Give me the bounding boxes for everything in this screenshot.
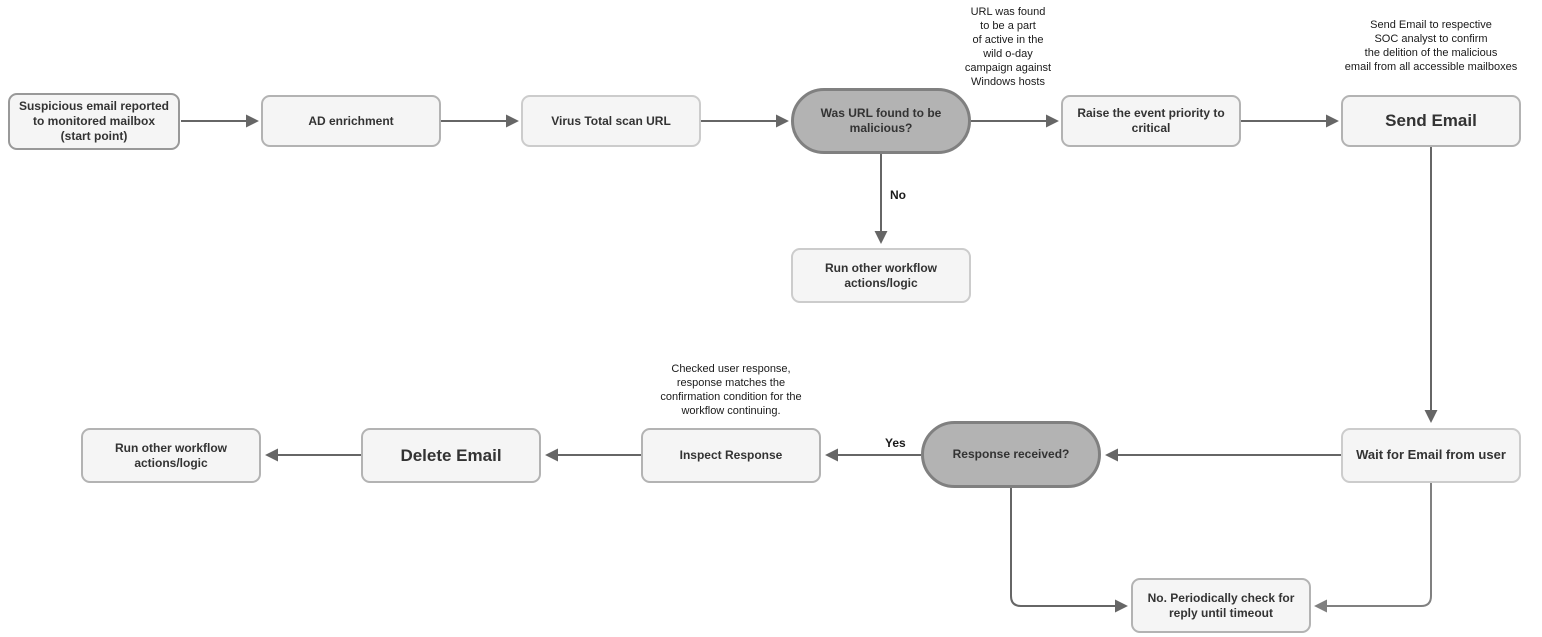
annotation-send-email-note: Send Email to respective SOC analyst to … — [1344, 19, 1518, 73]
node-send-email[interactable]: Send Email — [1341, 95, 1521, 147]
annotation-zero-day-campaign: URL was found to be a part of active in … — [964, 6, 1052, 88]
arrow-decision2-to-periodic — [1010, 488, 1128, 613]
node-inspect-response[interactable]: Inspect Response — [641, 428, 821, 483]
node-delete-email[interactable]: Delete Email — [361, 428, 541, 483]
node-decision-response-received[interactable]: Response received? — [921, 421, 1101, 488]
arrow-wait-to-periodic — [1314, 483, 1432, 613]
edge-label-yes: Yes — [883, 436, 908, 450]
node-run-other-workflow-top[interactable]: Run other workflow actions/logic — [791, 248, 971, 303]
node-run-other-workflow-left[interactable]: Run other workflow actions/logic — [81, 428, 261, 483]
node-decision-url-malicious[interactable]: Was URL found to be malicious? — [791, 88, 971, 154]
node-raise-priority[interactable]: Raise the event priority to critical — [1061, 95, 1241, 147]
edge-label-no: No — [888, 188, 908, 202]
node-start-suspicious-email[interactable]: Suspicious email reported to monitored m… — [8, 93, 180, 150]
node-virus-total-scan[interactable]: Virus Total scan URL — [521, 95, 701, 147]
node-wait-for-email[interactable]: Wait for Email from user — [1341, 428, 1521, 483]
node-ad-enrichment[interactable]: AD enrichment — [261, 95, 441, 147]
node-periodic-check[interactable]: No. Periodically check for reply until t… — [1131, 578, 1311, 633]
annotation-inspect-response-note: Checked user response, response matches … — [660, 363, 802, 417]
